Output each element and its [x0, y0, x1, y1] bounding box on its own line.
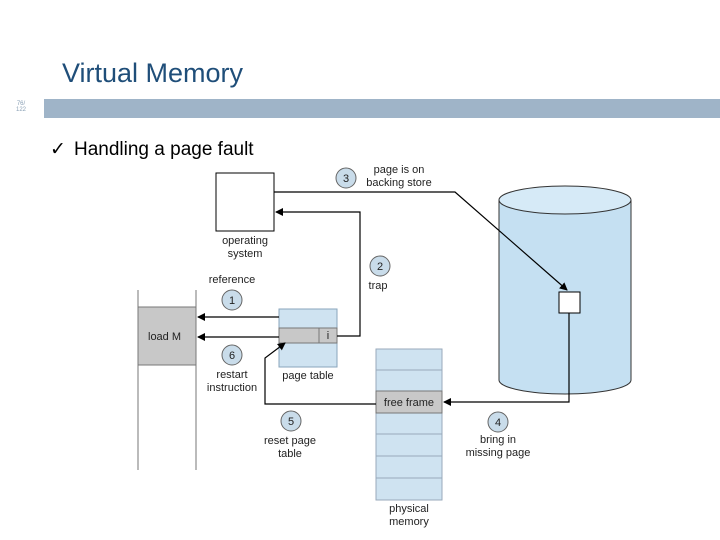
bullet-text: Handling a page fault: [74, 139, 254, 160]
arrow-reset: [264, 342, 376, 405]
operating-system-box: [215, 172, 275, 232]
reference-label: reference: [209, 274, 255, 286]
bring-label-2: missing page: [466, 447, 531, 459]
check-icon: ✓: [50, 139, 66, 160]
process-memory: load M: [137, 290, 197, 470]
physical-memory: free frame: [375, 348, 443, 501]
physical-label-2: memory: [389, 516, 429, 528]
physical-label-1: physical: [389, 503, 429, 515]
page-table-entry: i: [327, 330, 329, 342]
svg-text:3: 3: [343, 173, 349, 185]
slide-number: 76/ 122: [12, 101, 30, 113]
slide-number-bottom: 122: [15, 107, 26, 113]
os-label-2: system: [228, 248, 263, 260]
reset-label-1: reset page: [264, 435, 316, 447]
step-6: 6: [221, 344, 243, 366]
step-4: 4: [487, 411, 509, 433]
header-bar: [44, 99, 720, 118]
page-table: i: [278, 308, 338, 368]
restart-label-1: restart: [216, 369, 247, 381]
step-2: 2: [369, 255, 391, 277]
step-5: 5: [280, 410, 302, 432]
bullet-item: ✓ Handling a page fault: [50, 138, 254, 161]
svg-text:2: 2: [377, 261, 383, 273]
step-3: 3: [335, 167, 357, 189]
step-1: 1: [221, 289, 243, 311]
page-table-label: page table: [282, 370, 333, 382]
missing-page: [558, 291, 581, 314]
backing-label-2: backing store: [366, 177, 431, 189]
arrow-backing-store: [274, 191, 568, 291]
svg-text:4: 4: [495, 417, 501, 429]
bring-label-1: bring in: [480, 434, 516, 446]
arrow-bring-in: [443, 313, 570, 406]
reset-label-2: table: [278, 448, 302, 460]
backing-store-disk: [498, 185, 632, 395]
trap-label: trap: [369, 280, 388, 292]
svg-text:1: 1: [229, 295, 235, 307]
slide-title: Virtual Memory: [62, 58, 244, 88]
svg-text:6: 6: [229, 350, 235, 362]
arrow-trap: [275, 208, 361, 337]
free-frame: [375, 390, 443, 414]
backing-label-1: page is on: [374, 164, 425, 176]
restart-label-2: instruction: [207, 382, 257, 394]
os-label-1: operating: [222, 235, 268, 247]
instruction-text: load M: [148, 331, 181, 343]
instruction-cell: [137, 306, 197, 366]
slide-number-top: 76/: [16, 101, 26, 107]
free-frame-label: free frame: [384, 397, 434, 409]
svg-text:5: 5: [288, 416, 294, 428]
